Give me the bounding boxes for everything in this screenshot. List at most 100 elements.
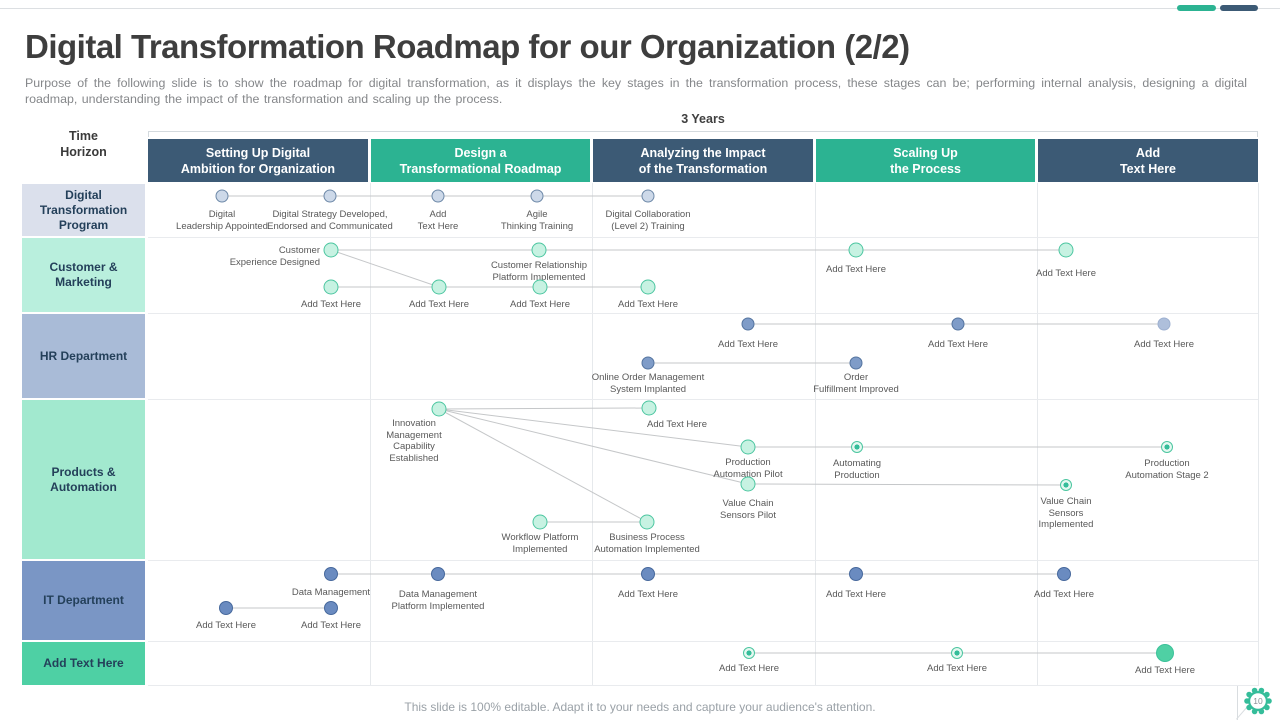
milestone	[323, 242, 339, 258]
milestone	[323, 189, 337, 203]
milestone	[641, 400, 657, 416]
milestone	[641, 356, 655, 370]
grid-line-horizontal	[148, 560, 1258, 561]
connector-line	[330, 249, 440, 288]
milestone-label: Add Text Here	[926, 663, 988, 674]
milestone	[431, 279, 447, 295]
grid-line-vertical	[370, 183, 371, 686]
milestone-label: Customer Experience Designed	[229, 245, 320, 268]
milestone	[851, 441, 863, 453]
milestone	[848, 242, 864, 258]
milestone-label: Innovation Management Capability Establi…	[386, 418, 442, 464]
milestone-label: Online Order Management System Implanted	[591, 372, 705, 395]
milestone	[849, 567, 863, 581]
column-header: Analyzing the Impact of the Transformati…	[593, 139, 813, 182]
milestone	[1060, 479, 1072, 491]
milestone	[530, 189, 544, 203]
milestone	[639, 514, 655, 530]
milestone	[431, 567, 445, 581]
row-label: IT Department	[22, 561, 145, 640]
milestone-label: Add Text Here	[1035, 268, 1097, 279]
milestone	[951, 317, 965, 331]
milestone-label: Add Text Here	[300, 620, 362, 631]
milestone-label: Agile Thinking Training	[500, 209, 574, 232]
row-label: Products & Automation	[22, 400, 145, 559]
row-label: Digital Transformation Program	[22, 184, 145, 236]
milestone-label: Value Chain Sensors Pilot	[720, 498, 776, 521]
milestone-label: Add Text Here	[646, 419, 708, 430]
connector-line	[438, 408, 648, 523]
connector-line	[438, 407, 650, 410]
page-number: 10	[1253, 696, 1263, 706]
milestone	[1157, 317, 1171, 331]
milestone	[1058, 242, 1074, 258]
milestone-label: Add Text Here	[1133, 339, 1195, 350]
milestone	[640, 279, 656, 295]
footer-note: This slide is 100% editable. Adapt it to…	[404, 700, 876, 714]
time-horizon-label: Time Horizon	[60, 129, 107, 159]
milestone-label: Customer Relationship Platform Implement…	[490, 260, 588, 283]
milestone	[219, 601, 233, 615]
page-title: Digital Transformation Roadmap for our O…	[25, 28, 910, 65]
page-number-gear-icon: 10	[1244, 687, 1272, 715]
milestone-label: Add Text Here	[825, 589, 887, 600]
milestone-label: Add Text Here	[825, 264, 887, 275]
milestone-label: Value Chain Sensors Implemented	[1038, 496, 1094, 530]
milestone	[951, 647, 963, 659]
accent-pill-teal	[1177, 5, 1216, 11]
milestone-label: Add Text Here	[417, 209, 459, 232]
milestone-label: Add Text Here	[617, 299, 679, 310]
milestone-label: Data Management Platform Implemented	[391, 589, 485, 612]
top-divider-line	[0, 8, 1280, 9]
milestone-label: Add Text Here	[717, 339, 779, 350]
grid-line-horizontal	[148, 641, 1258, 642]
milestone	[740, 476, 756, 492]
milestone-label: Data Management	[291, 587, 371, 598]
milestone-label: Add Text Here	[1033, 589, 1095, 600]
grid-line-vertical	[592, 183, 593, 686]
milestone-label: Digital Leadership Appointed	[176, 209, 268, 232]
milestone	[1161, 441, 1173, 453]
milestone	[323, 279, 339, 295]
milestone-label: Business Process Automation Implemented	[594, 532, 700, 555]
milestone-label: Add Text Here	[718, 663, 780, 674]
milestone-label: Add Text Here	[1134, 665, 1196, 676]
milestone-label: Order Fulfillment Improved	[813, 372, 899, 395]
milestone	[743, 647, 755, 659]
milestone-label: Production Automation Stage 2	[1125, 458, 1209, 481]
milestone-label: Add Text Here	[408, 299, 470, 310]
milestone-label: Add Text Here	[300, 299, 362, 310]
milestone-label: Automating Production	[832, 458, 882, 481]
milestone	[215, 189, 229, 203]
milestone	[324, 567, 338, 581]
timeline-span-line	[148, 131, 1258, 132]
milestone	[1057, 567, 1071, 581]
column-header: Setting Up Digital Ambition for Organiza…	[148, 139, 368, 182]
milestone	[849, 356, 863, 370]
milestone	[1156, 644, 1174, 662]
milestone	[641, 189, 655, 203]
milestone	[431, 401, 447, 417]
milestone-label: Digital Collaboration (Level 2) Training	[605, 209, 691, 232]
milestone	[532, 279, 548, 295]
milestone-label: Add Text Here	[617, 589, 679, 600]
grid-line-vertical	[1258, 183, 1259, 686]
milestone-label: Digital Strategy Developed, Endorsed and…	[267, 209, 393, 232]
milestone	[641, 567, 655, 581]
timeline-span-label: 3 Years	[681, 112, 725, 126]
column-header: Design a Transformational Roadmap	[371, 139, 590, 182]
column-header: Add Text Here	[1038, 139, 1258, 182]
grid-line-vertical	[815, 183, 816, 686]
milestone	[324, 601, 338, 615]
timeline-span-tick-right	[1257, 131, 1258, 137]
milestone	[741, 317, 755, 331]
milestone	[531, 242, 547, 258]
row-label: Add Text Here	[22, 642, 145, 685]
connector-line	[747, 483, 1067, 486]
grid-line-horizontal	[148, 399, 1258, 400]
milestone	[740, 439, 756, 455]
milestone-label: Workflow Platform Implemented	[501, 532, 579, 555]
grid-line-horizontal	[148, 685, 1258, 686]
